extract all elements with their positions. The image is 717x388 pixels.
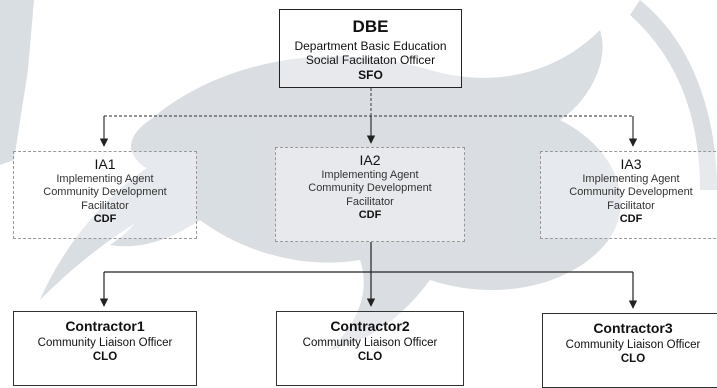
- node-dbe-title: DBE: [352, 17, 389, 36]
- node-ia1: IA1 Implementing Agent Community Develop…: [13, 151, 197, 239]
- node-contractor2-abbr: CLO: [357, 351, 383, 364]
- node-contractor1-abbr: CLO: [92, 351, 118, 364]
- node-contractor3-title: Contractor3: [593, 320, 673, 336]
- node-contractor2: Contractor2 Community Liaison Officer CL…: [276, 311, 464, 386]
- node-ia1-title: IA1: [94, 156, 116, 172]
- node-ia1-abbr: CDF: [93, 213, 117, 226]
- watermark-right-arc: [630, 0, 717, 190]
- node-dbe-line2: Social Facilitaton Officer: [305, 53, 436, 68]
- node-contractor3: Contractor3 Community Liaison Officer CL…: [542, 313, 717, 388]
- node-ia2-line1: Implementing Agent: [321, 169, 419, 182]
- node-contractor3-abbr: CLO: [620, 353, 646, 366]
- node-ia3-line1: Implementing Agent: [582, 173, 680, 186]
- watermark-tail-shape: [40, 150, 190, 300]
- node-dbe-line1: Department Basic Education: [294, 38, 447, 53]
- node-dbe-abbr: SFO: [358, 67, 383, 82]
- node-ia2-line3: Facilitator: [346, 195, 394, 208]
- node-ia3-line3: Facilitator: [607, 199, 655, 212]
- node-contractor1-title: Contractor1: [65, 318, 145, 334]
- node-ia1-line1: Implementing Agent: [56, 173, 154, 186]
- node-contractor2-line1: Community Liaison Officer: [302, 337, 438, 350]
- node-ia2-abbr: CDF: [358, 209, 382, 222]
- node-ia2-title: IA2: [359, 152, 381, 168]
- node-ia1-line3: Facilitator: [81, 199, 129, 212]
- node-ia3-abbr: CDF: [619, 213, 643, 226]
- node-ia2: IA2 Implementing Agent Community Develop…: [275, 147, 465, 242]
- node-dbe: DBE Department Basic Education Social Fa…: [279, 9, 462, 88]
- watermark-kangaroo-shape: [110, 30, 621, 350]
- node-ia1-line2: Community Development: [43, 186, 167, 199]
- node-ia3-title: IA3: [620, 156, 642, 172]
- node-contractor1-line1: Community Liaison Officer: [37, 337, 173, 350]
- watermark-logo: [0, 0, 717, 350]
- node-contractor3-line1: Community Liaison Officer: [565, 339, 701, 352]
- node-contractor2-title: Contractor2: [330, 318, 410, 334]
- connector-lines: [99, 88, 638, 309]
- node-ia3-line2: Community Development: [569, 186, 693, 199]
- node-ia3: IA3 Implementing Agent Community Develop…: [540, 151, 717, 239]
- node-ia2-line2: Community Development: [308, 182, 432, 195]
- watermark-left-letters: [0, 0, 34, 165]
- node-contractor1: Contractor1 Community Liaison Officer CL…: [13, 311, 197, 386]
